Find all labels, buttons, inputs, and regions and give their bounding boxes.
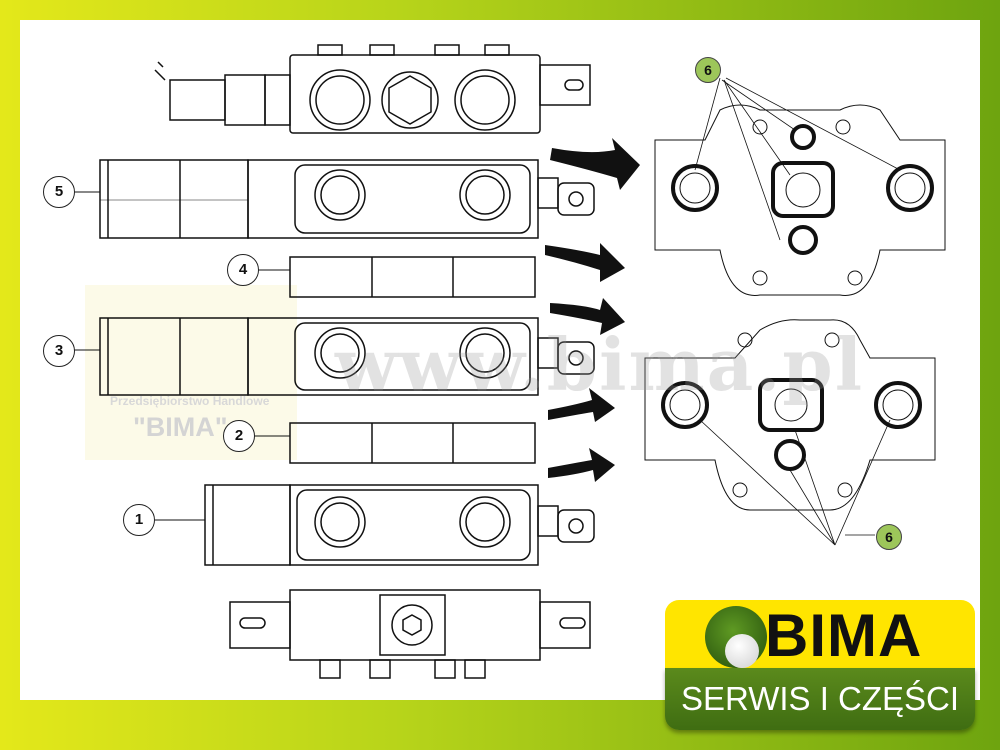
spacer-4 xyxy=(289,256,536,298)
logo-name: BIMA xyxy=(765,602,923,669)
bima-logo: BIMA SERWIS I CZĘŚCI xyxy=(665,600,975,732)
logo-bottom-band xyxy=(665,668,975,730)
callout-6-top: 6 xyxy=(695,57,721,83)
valve-bottom-view xyxy=(229,589,591,679)
watermark-name: "BIMA" xyxy=(133,412,228,442)
watermark-background xyxy=(85,285,297,460)
watermark-company: Przedsiębiorstwo Handlowe xyxy=(110,394,270,408)
valve-top-view xyxy=(154,44,591,134)
valve-section-5 xyxy=(99,159,595,239)
arrows xyxy=(545,138,640,482)
leader-lines xyxy=(74,191,290,521)
valve-section-3 xyxy=(99,317,595,396)
callout-5: 5 xyxy=(43,176,75,208)
spacer-2 xyxy=(289,422,536,464)
seal-plate-top xyxy=(654,77,946,296)
callout-1: 1 xyxy=(123,504,155,536)
logo-tagline: SERWIS I CZĘŚCI xyxy=(680,680,960,717)
logo-ball-highlight-icon xyxy=(725,634,759,668)
callout-2: 2 xyxy=(223,420,255,452)
seal-plate-bottom xyxy=(644,319,936,546)
valve-section-1 xyxy=(204,484,595,566)
callout-3: 3 xyxy=(43,335,75,367)
callout-6-bottom: 6 xyxy=(876,524,902,550)
watermark-url: www.bima.pl xyxy=(335,322,865,407)
callout-4: 4 xyxy=(227,254,259,286)
